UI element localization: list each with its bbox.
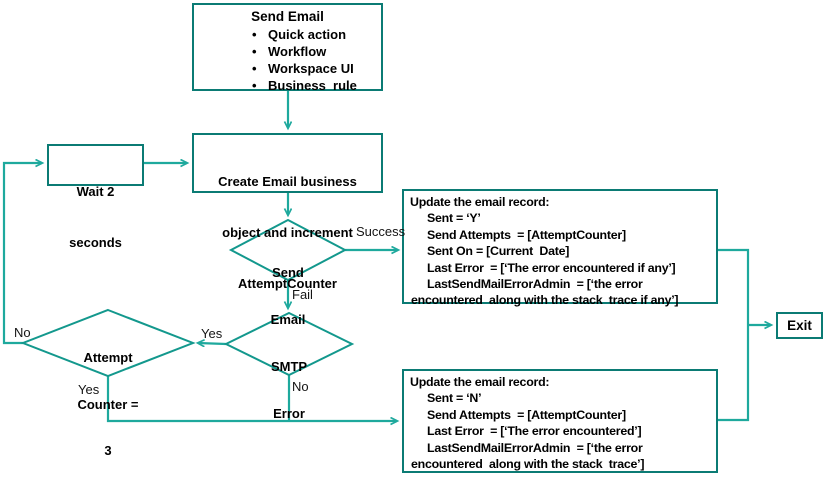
label-attempt-no: No <box>14 325 31 340</box>
smtp-decision-line: Error <box>273 405 305 421</box>
edge-update-bracket <box>718 248 750 422</box>
update-fail-line: encountered along with the stack trace’] <box>411 457 645 472</box>
attempt-decision-label: Attempt Counter = 3 <box>48 319 168 478</box>
node-update-record-fail: Update the email record: Sent = ‘N’ Send… <box>402 369 718 473</box>
attempt-decision-shape <box>20 308 196 378</box>
label-smtp-no: No <box>292 379 309 394</box>
update-success-line: Last Error = [‘The error encountered if … <box>427 260 676 275</box>
edge-attempt-no-loop <box>2 163 42 345</box>
smtp-decision-label: SMTP Error <box>239 328 339 452</box>
label-attempt-yes: Yes <box>78 382 100 397</box>
exit-label: Exit <box>787 318 812 333</box>
update-success-line: LastSendMailErrorAdmin = [‘the error <box>427 277 643 292</box>
start-bullet-list: • Quick action • Workflow • Workspace UI • B… <box>194 26 381 94</box>
start-bullet: Workspace UI <box>268 61 354 76</box>
attempt-decision-line: Counter = <box>77 396 139 412</box>
wait-line: Wait 2 <box>76 184 115 199</box>
smtp-decision-line: SMTP <box>270 359 308 374</box>
edge-attempt-yes-bottom <box>106 376 397 421</box>
label-fail: Fail <box>292 287 313 302</box>
attempt-decision-line: 3 <box>104 443 112 458</box>
update-success-line: encountered along with the stack trace i… <box>411 293 679 308</box>
bullet-icon: • <box>252 44 257 59</box>
start-title: Send Email <box>251 9 324 24</box>
start-bullet: Workflow <box>268 44 327 59</box>
label-smtp-yes: Yes <box>201 326 223 341</box>
send-decision-label: Send Email <box>238 234 338 358</box>
bullet-icon: • <box>252 61 257 76</box>
node-create-email: Create Email business object and increme… <box>192 133 383 291</box>
wait-line: seconds <box>69 235 122 250</box>
node-update-record-success: Update the email record: Sent = ‘Y’ Send… <box>402 189 718 307</box>
update-fail-line: Send Attempts = [AttemptCounter] <box>427 407 626 422</box>
bullet-icon: • <box>252 78 257 93</box>
update-fail-line: Sent = ‘N’ <box>427 391 482 406</box>
smtp-decision-shape <box>223 311 355 377</box>
list-item: • Workflow <box>194 43 381 60</box>
start-bullet: Business rule <box>268 78 357 93</box>
update-fail-line: Last Error = [‘The error encountered’] <box>427 424 642 439</box>
update-success-line: Update the email record: <box>410 195 550 209</box>
bullet-icon: • <box>252 27 257 42</box>
list-item: • Business rule <box>194 77 381 94</box>
send-decision-line: Send <box>272 265 304 280</box>
start-bullet: Quick action <box>268 27 347 42</box>
update-fail-line: Update the email record: <box>410 375 550 389</box>
node-wait: Wait 2 seconds <box>47 144 144 250</box>
edge-smtp-yes <box>198 343 227 344</box>
node-exit: Exit <box>776 312 823 339</box>
attempt-decision-line: Attempt <box>83 350 133 365</box>
update-success-line: Sent On = [Current Date] <box>427 244 570 259</box>
create-line: object and increment <box>222 225 353 240</box>
send-decision-shape <box>228 218 348 282</box>
create-line: AttemptCounter <box>238 276 337 291</box>
send-decision-line: Email <box>270 311 306 327</box>
list-item: • Workspace UI <box>194 60 381 77</box>
list-item: • Quick action <box>194 26 381 43</box>
update-success-line: Send Attempts = [AttemptCounter] <box>427 227 626 242</box>
create-line: Create Email business <box>218 174 357 189</box>
update-fail-line: LastSendMailErrorAdmin = [‘the error <box>427 440 643 455</box>
update-success-line: Sent = ‘Y’ <box>427 211 481 226</box>
node-start: Send Email • Quick action • Workflow • Work… <box>192 3 383 94</box>
label-success: Success <box>356 224 406 239</box>
